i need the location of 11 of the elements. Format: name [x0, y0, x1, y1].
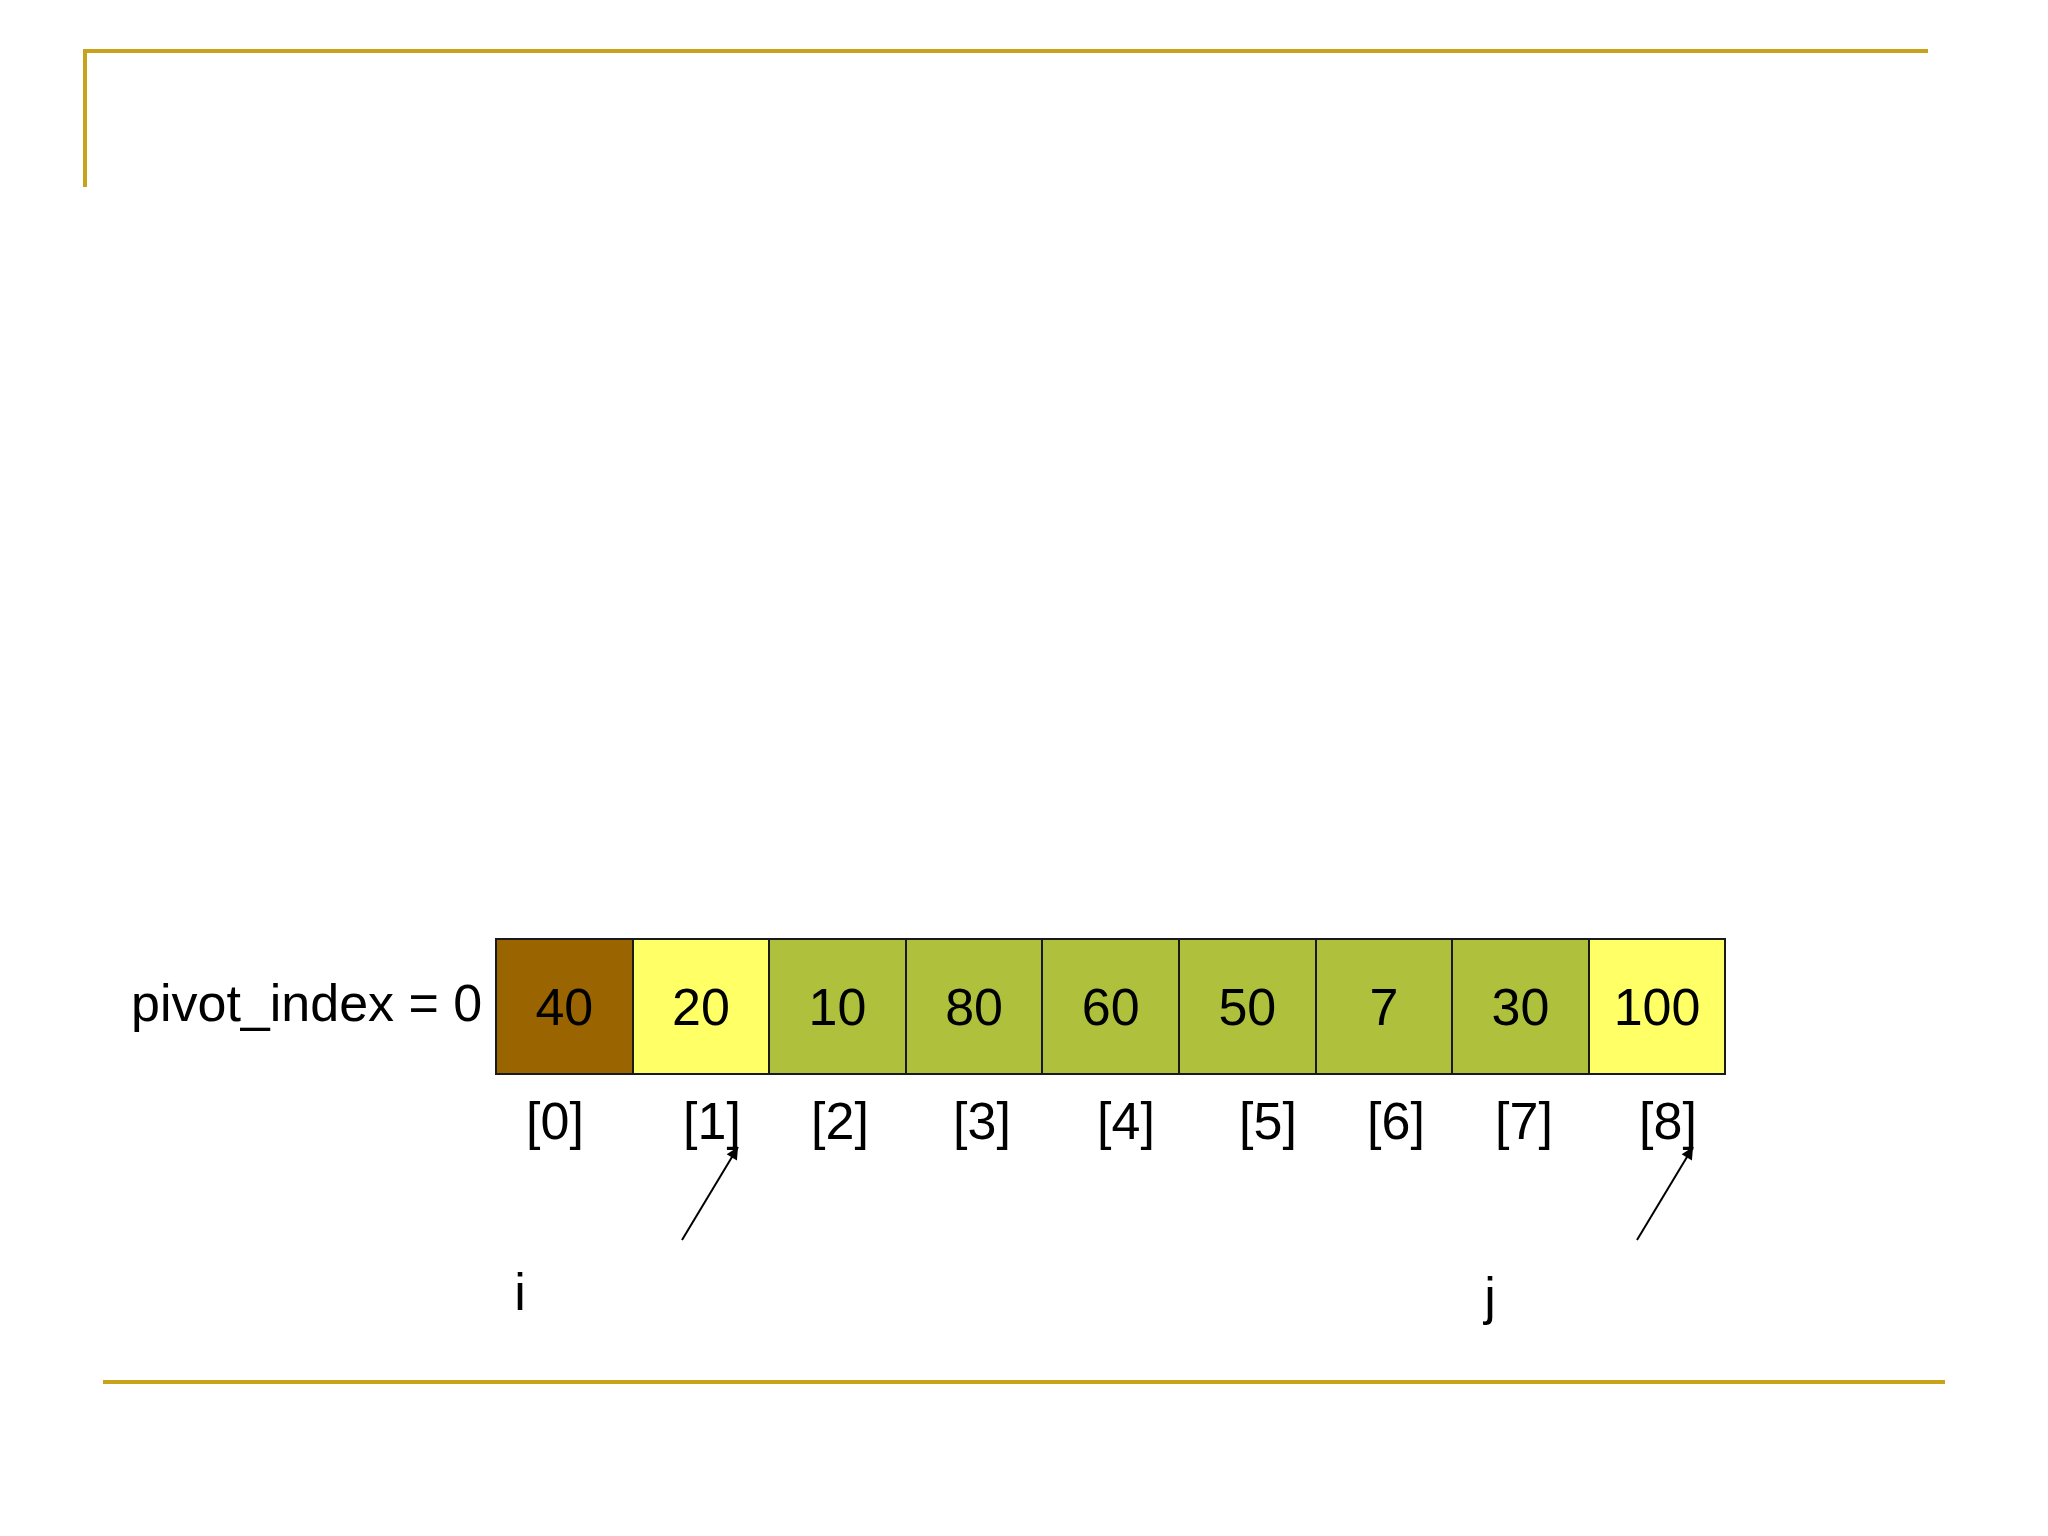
array-cell: 10: [768, 938, 907, 1075]
array-cell: 50: [1178, 938, 1317, 1075]
array-cell: 40: [495, 938, 634, 1075]
arrow: [681, 1146, 739, 1241]
array-cell: 100: [1587, 938, 1727, 1075]
array-cell: 30: [1451, 938, 1590, 1075]
array-cell: 20: [631, 938, 771, 1075]
array-cell: 60: [1041, 938, 1180, 1075]
array-cell: 80: [904, 938, 1044, 1075]
pointer-label: i: [514, 1266, 526, 1318]
array-cell: 7: [1314, 938, 1454, 1075]
